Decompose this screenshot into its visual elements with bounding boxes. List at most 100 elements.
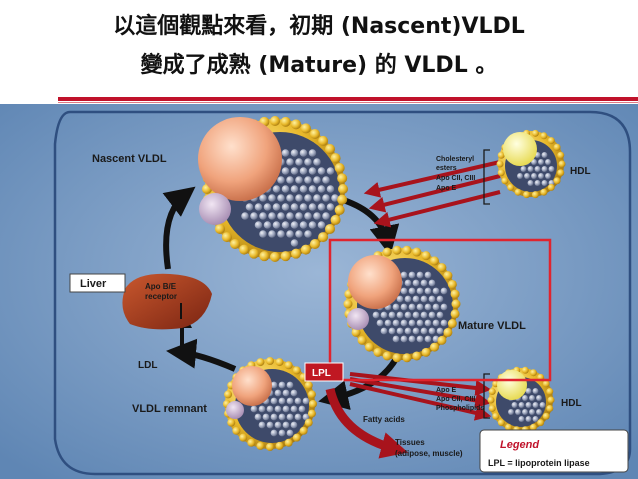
core-lipid-sphere — [412, 327, 420, 335]
core-lipid-sphere — [308, 149, 317, 157]
shell-phospholipid — [259, 251, 270, 262]
core-lipid-sphere — [428, 311, 436, 319]
shell-phospholipid — [392, 353, 402, 363]
core-lipid-sphere — [400, 271, 408, 279]
core-lipid-sphere — [270, 397, 278, 405]
core-lipid-sphere — [281, 167, 290, 175]
fatty-acids-label: Fatty acids — [363, 415, 405, 424]
title-divider-shadow — [58, 102, 638, 103]
core-lipid-sphere — [416, 319, 424, 327]
shell-phospholipid — [275, 441, 284, 450]
shell-phospholipid — [421, 347, 431, 357]
shell-phospholipid — [540, 132, 548, 140]
shell-phospholipid — [487, 396, 495, 404]
core-lipid-sphere — [420, 311, 428, 319]
core-lipid-sphere — [428, 279, 436, 287]
core-lipid-sphere — [286, 194, 294, 202]
shell-phospholipid — [514, 188, 522, 196]
core-lipid-sphere — [259, 212, 267, 220]
shell-phospholipid — [239, 244, 250, 255]
core-lipid-sphere — [245, 203, 254, 211]
core-lipid-sphere — [432, 319, 440, 327]
apo-be-label-1: Apo B/E — [145, 282, 177, 291]
slide-title-line-2: 變成了成熟 (Mature) 的 VLDL 。 — [140, 53, 498, 78]
core-lipid-sphere — [420, 327, 428, 335]
core-lipid-sphere — [396, 311, 404, 319]
core-lipid-sphere — [250, 405, 258, 413]
core-lipid-sphere — [313, 194, 321, 202]
core-lipid-sphere — [436, 327, 444, 335]
hdl-particle-bottom — [487, 366, 555, 434]
shell-phospholipid — [412, 247, 422, 257]
transfer-out-3: Phospholipids — [436, 405, 484, 412]
core-lipid-sphere — [317, 185, 326, 193]
shell-phospholipid — [364, 342, 374, 352]
shell-phospholipid — [402, 245, 412, 255]
shell-phospholipid — [330, 153, 341, 164]
core-lipid-sphere — [313, 158, 321, 166]
nascent-vldl-label: Nascent VLDL — [92, 153, 167, 165]
transfer-arrows-in — [363, 160, 501, 228]
liver-organ — [122, 273, 212, 330]
shell-phospholipid — [318, 135, 329, 146]
shell-phospholipid — [304, 381, 313, 390]
core-lipid-sphere — [372, 311, 380, 319]
arrow-fatty-acids-to-tissues — [325, 387, 409, 459]
legend-text: LPL = lipoprotein lipase — [488, 458, 590, 468]
core-lipid-sphere — [277, 176, 285, 184]
core-lipid-sphere — [322, 194, 330, 202]
core-lipid-sphere — [396, 295, 404, 303]
nascent-vldl-particle — [198, 116, 348, 262]
core-lipid-sphere — [525, 416, 532, 422]
core-lipid-sphere — [424, 335, 432, 343]
core-lipid-sphere — [545, 173, 551, 179]
core-lipid-sphere — [290, 149, 299, 157]
shell-phospholipid — [224, 390, 233, 399]
shell-phospholipid — [392, 245, 402, 255]
core-lipid-sphere — [282, 389, 290, 397]
shell-phospholipid — [284, 438, 293, 447]
core-lipid-sphere — [408, 335, 416, 343]
shell-phospholipid — [488, 388, 496, 396]
core-lipid-sphere — [408, 319, 416, 327]
shell-phospholipid — [292, 366, 301, 375]
shell-phospholipid — [501, 177, 509, 185]
core-lipid-sphere — [274, 389, 282, 397]
core-lipid-sphere — [259, 230, 267, 238]
core-lipid-sphere — [308, 221, 317, 229]
core-lipid-sphere — [412, 279, 420, 287]
core-lipid-sphere — [400, 287, 408, 295]
core-lipid-sphere — [263, 203, 272, 211]
core-lipid-sphere — [515, 409, 521, 415]
core-lipid-sphere — [412, 311, 420, 319]
core-lipid-sphere — [420, 295, 428, 303]
core-lipid-sphere — [524, 173, 530, 179]
shell-phospholipid — [557, 151, 565, 159]
legend-title: Legend — [500, 439, 539, 451]
core-lipid-sphere — [380, 311, 388, 319]
core-lipid-sphere — [286, 212, 294, 220]
core-lipid-sphere — [529, 395, 535, 401]
core-lipid-sphere — [295, 230, 303, 238]
core-lipid-sphere — [326, 203, 335, 211]
core-lipid-sphere — [281, 203, 290, 211]
core-lipid-sphere — [294, 413, 302, 421]
core-lipid-sphere — [299, 167, 308, 175]
shell-phospholipid — [451, 299, 461, 309]
core-lipid-sphere — [272, 185, 281, 193]
core-lipid-sphere — [304, 176, 312, 184]
core-lipid-sphere — [400, 319, 408, 327]
shell-phospholipid — [256, 358, 265, 367]
core-lipid-sphere — [290, 167, 299, 175]
core-lipid-sphere — [268, 230, 276, 238]
shell-phospholipid — [300, 123, 311, 134]
core-lipid-sphere — [416, 271, 424, 279]
slide-title-line-1: 以這個觀點來看，初期 (Nascent)VLDL — [113, 14, 525, 39]
core-lipid-sphere — [262, 413, 270, 421]
core-lipid-sphere — [531, 173, 537, 179]
shell-phospholipid — [230, 239, 241, 250]
core-lipid-sphere — [532, 388, 539, 394]
core-lipid-sphere — [254, 203, 263, 211]
shell-phospholipid — [437, 263, 447, 273]
transfer-out-1: Apo E — [436, 387, 457, 394]
